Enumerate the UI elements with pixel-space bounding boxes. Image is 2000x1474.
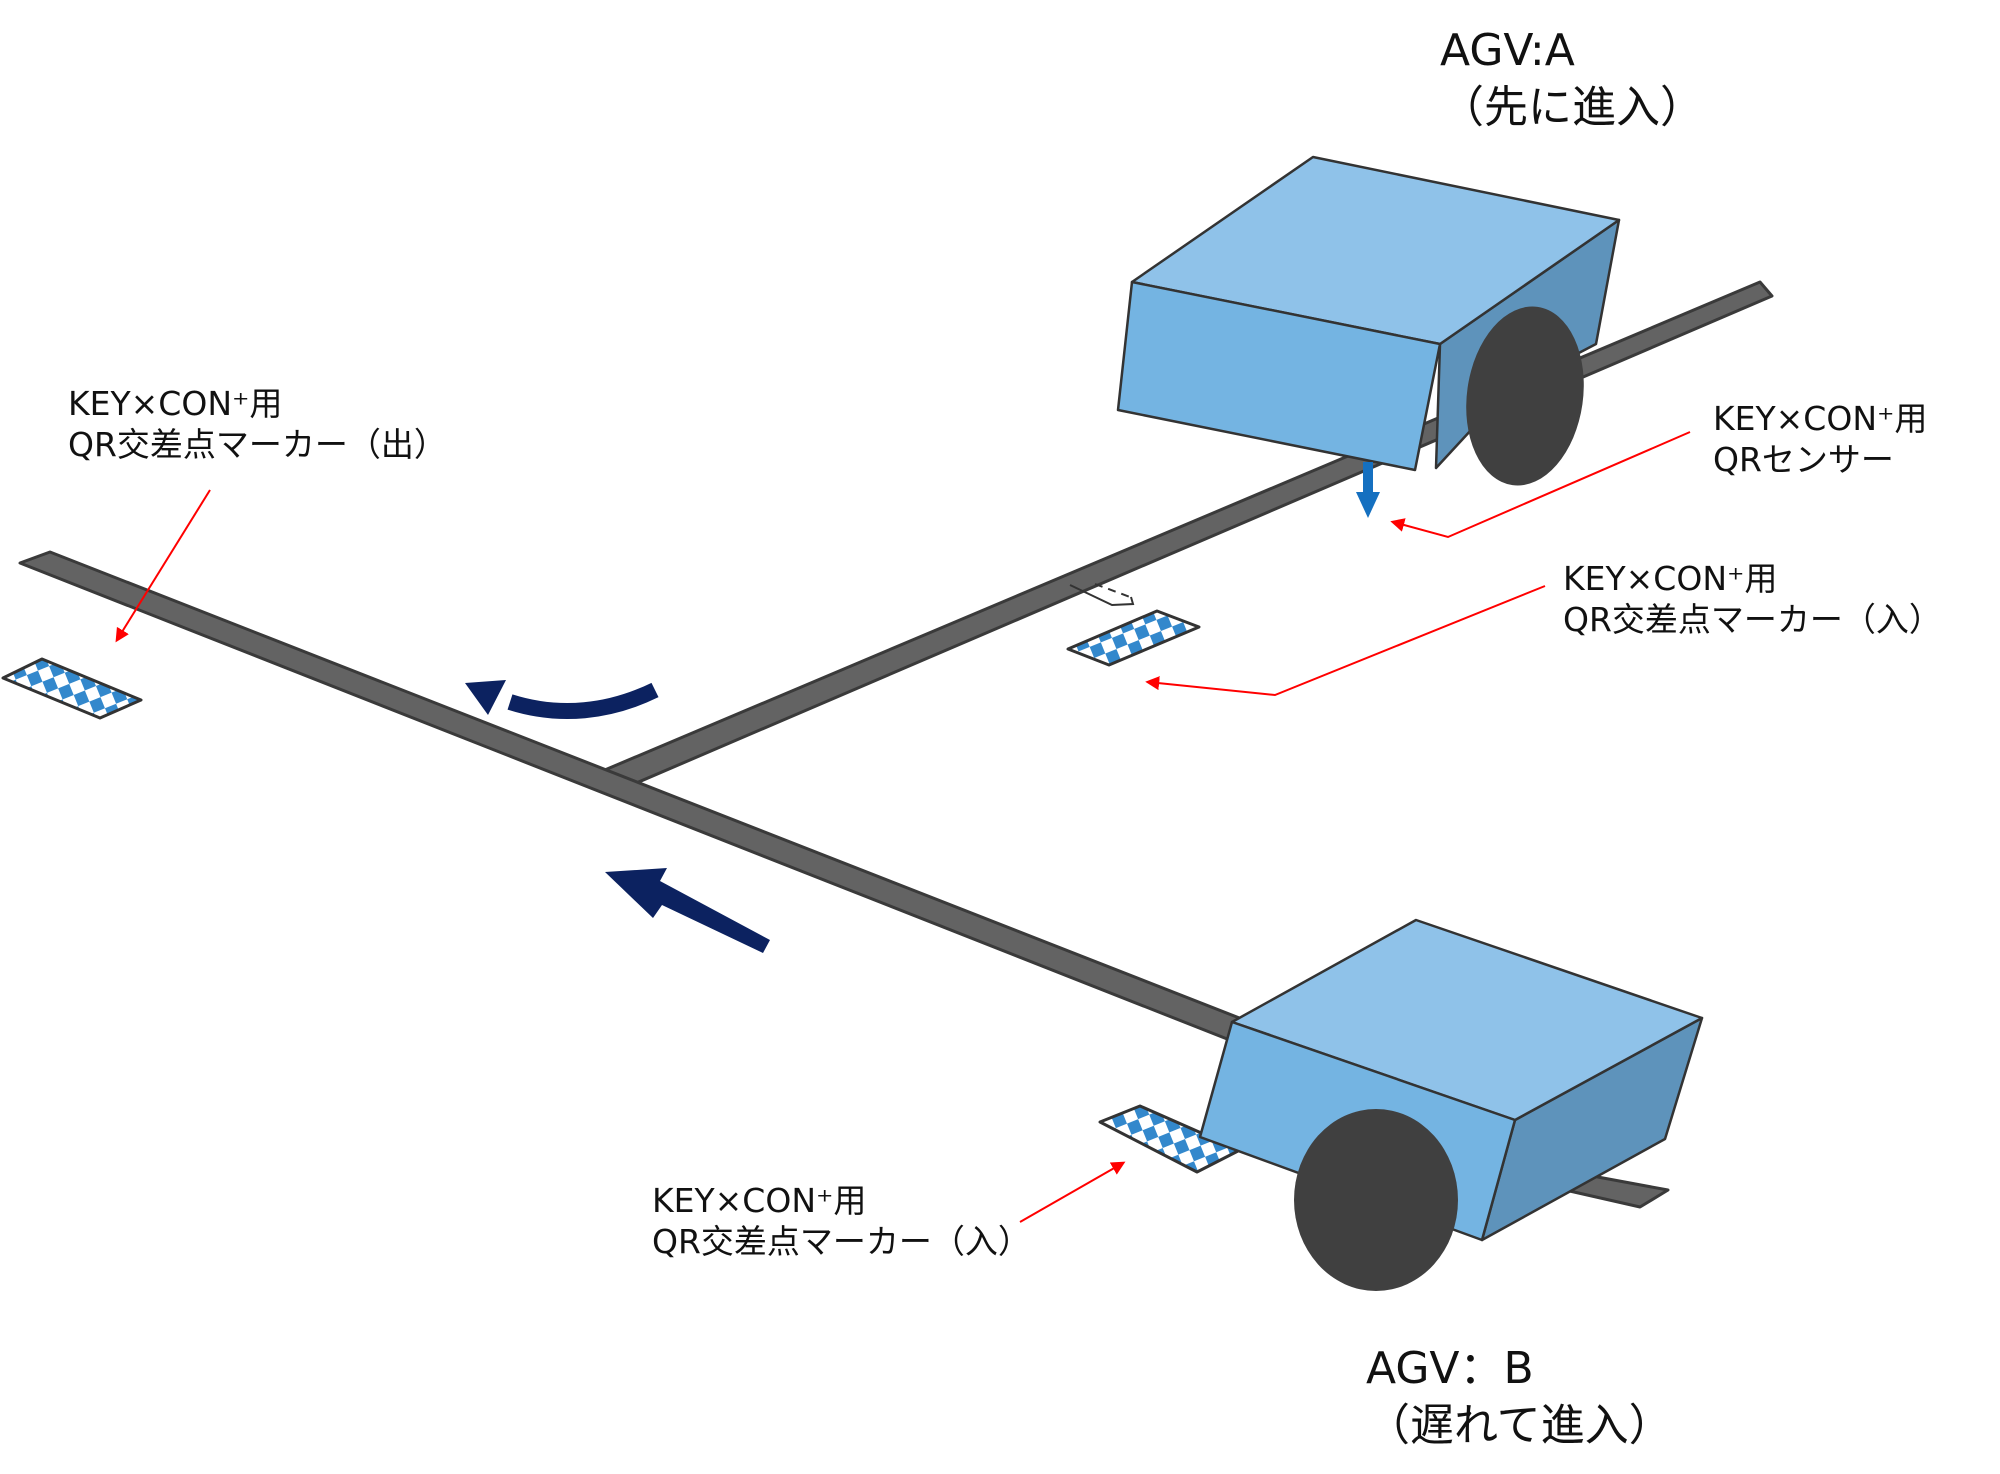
callout-entry-marker-a-line1: KEY×CON⁺用 [1563, 559, 1778, 598]
sensor-footprint-outline [1069, 584, 1135, 607]
callout-leader-entry-marker-a [1145, 585, 1546, 697]
qr-sensor-arrow [1356, 462, 1380, 518]
agv-b-wheel [1294, 1109, 1458, 1291]
agv-b [1198, 918, 1704, 1291]
callout-exit-marker: KEY×CON⁺用 QR交差点マーカー（出） [68, 383, 447, 466]
callout-exit-marker-line1: KEY×CON⁺用 [68, 384, 283, 423]
agv-a [1116, 155, 1621, 518]
agv-a-note: （先に進入） [1440, 82, 1704, 134]
callout-qr-sensor-line1: KEY×CON⁺用 [1713, 399, 1928, 438]
qr-exit-marker [1, 657, 143, 720]
straight-direction-arrow [605, 868, 770, 953]
callout-entry-marker-b: KEY×CON⁺用 QR交差点マーカー（入） [652, 1180, 1031, 1263]
callout-entry-marker-b-line1: KEY×CON⁺用 [652, 1181, 867, 1220]
sensor-footprint-dashed [1094, 583, 1131, 598]
agv-b-label: AGV：B （遅れて進入） [1366, 1340, 1673, 1454]
callout-leader-qr-sensor [1390, 431, 1691, 539]
agv-a-label: AGV:A （先に進入） [1440, 22, 1704, 136]
callout-leader-entry-marker-b [1019, 1161, 1126, 1223]
agv-b-note: （遅れて進入） [1366, 1400, 1673, 1452]
callout-entry-marker-a: KEY×CON⁺用 QR交差点マーカー（入） [1563, 558, 1942, 641]
qr-entry-marker-a [1066, 609, 1201, 667]
main-track [18, 550, 1272, 1050]
callout-leader-exit-marker [115, 489, 211, 643]
callout-entry-marker-a-line2: QR交差点マーカー（入） [1563, 600, 1942, 640]
callout-qr-sensor: KEY×CON⁺用 QRセンサー [1713, 398, 1927, 481]
turn-direction-arrow [465, 680, 659, 720]
agv-b-name: AGV：B [1366, 1343, 1534, 1394]
callout-exit-marker-line2: QR交差点マーカー（出） [68, 425, 447, 465]
callout-entry-marker-b-line2: QR交差点マーカー（入） [652, 1222, 1031, 1262]
agv-a-wheel [1466, 306, 1584, 486]
agv-a-front [1116, 280, 1442, 472]
callout-qr-sensor-line2: QRセンサー [1713, 440, 1894, 480]
agv-a-name: AGV:A [1440, 25, 1575, 76]
